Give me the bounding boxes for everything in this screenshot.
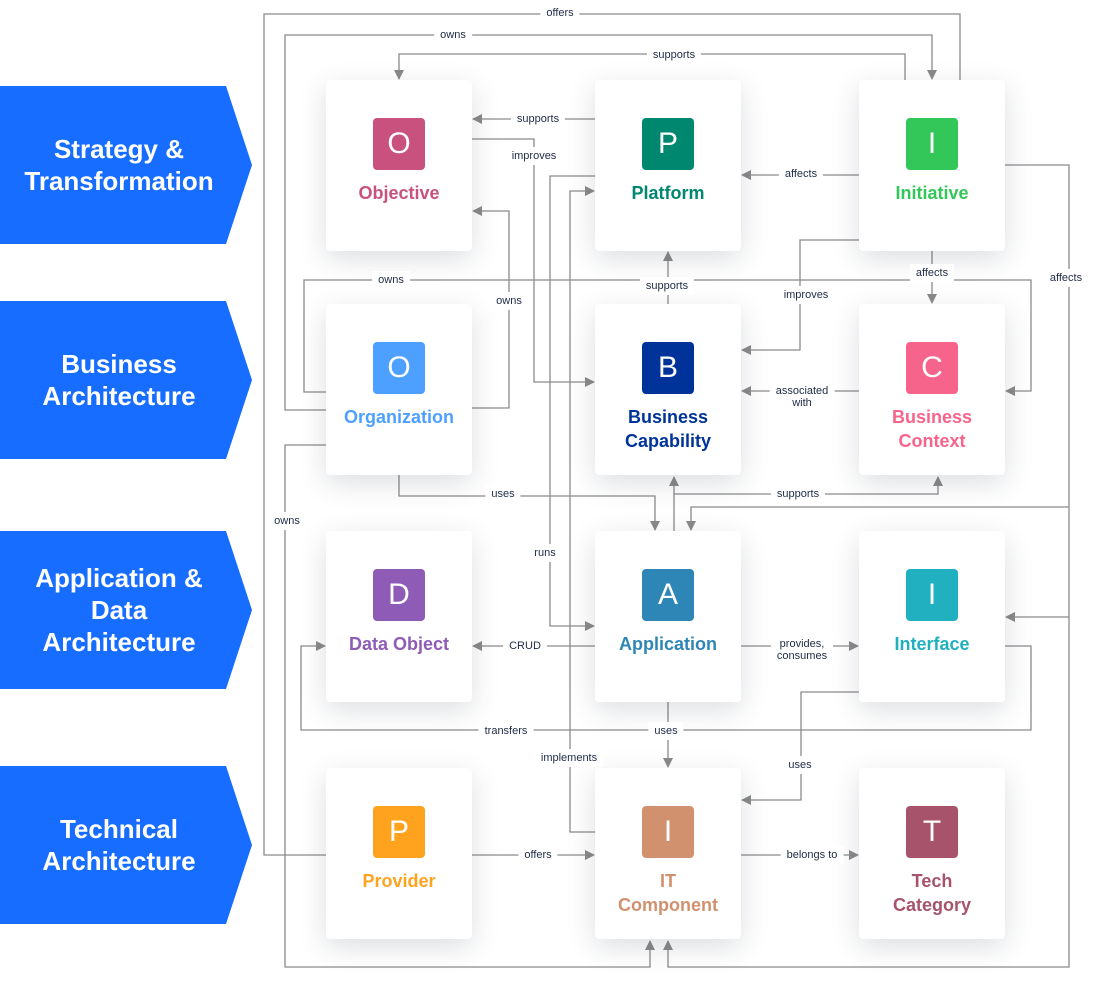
data-object-letter-icon: D (373, 569, 425, 621)
banner-label: Business Architecture (42, 349, 196, 411)
relation-label-supports: supports (646, 46, 702, 64)
card-title: Initiative (895, 183, 969, 203)
relation-label-implements: implements (534, 749, 604, 767)
relation-label-improves: improves (777, 286, 835, 304)
banner-shape (0, 301, 252, 459)
relation-label-associated-with: associated with (769, 382, 835, 412)
card-title: Tech Category (892, 871, 972, 915)
relation-label-supports: supports (639, 277, 695, 295)
relation-label-crud: CRUD (503, 637, 547, 655)
relation-label-runs: runs (528, 544, 562, 562)
card-title: IT Component (618, 871, 718, 915)
relation-label-uses: uses (648, 722, 684, 740)
card-data-object[interactable]: D Data Object (326, 531, 472, 702)
platform-letter-icon: P (642, 118, 694, 170)
card-platform[interactable]: P Platform (595, 80, 741, 251)
relation-label-provides-consumes: provides, consumes (770, 635, 834, 665)
relation-label-supports: supports (510, 110, 566, 128)
connector-organization-uses-application (398, 475, 660, 531)
relation-label-uses: uses (782, 756, 818, 774)
layer-banner-strategy: Strategy & Transformation (0, 86, 252, 244)
relation-label-offers: offers (540, 4, 580, 22)
banner-shape (0, 86, 252, 244)
card-title: Organization (343, 407, 454, 427)
card-organization[interactable]: O Organization (326, 304, 472, 475)
organization-letter-icon: O (373, 342, 425, 394)
relation-label-improves: improves (505, 147, 563, 165)
banner-shape (0, 766, 252, 924)
connector-interface-uses-itcomponent (741, 691, 859, 805)
card-title: Objective (358, 183, 440, 203)
initiative-letter-icon: I (906, 118, 958, 170)
card-business-context[interactable]: C Business Context (859, 304, 1005, 475)
card-title: Data Object (348, 634, 450, 654)
relation-label-offers: offers (518, 846, 558, 864)
card-initiative[interactable]: I Initiative (859, 80, 1005, 251)
relation-label-owns: owns (372, 271, 410, 289)
provider-letter-icon: P (373, 806, 425, 858)
card-provider[interactable]: P Provider (326, 768, 472, 939)
relation-label-affects: affects (778, 165, 824, 183)
interface-letter-icon: I (906, 569, 958, 621)
connector-objective-improves-capability (472, 138, 595, 387)
card-title: Application (619, 634, 717, 654)
relation-label-owns: owns (490, 292, 528, 310)
relation-label-owns: owns (268, 512, 306, 530)
relation-label-supports: supports (770, 485, 826, 503)
banner-shape (0, 531, 252, 689)
card-title: Platform (631, 183, 705, 203)
connector-organization-owns-initiative (284, 34, 937, 411)
it-component-letter-icon: I (642, 806, 694, 858)
layer-banner-application-data: Application & Data Architecture (0, 531, 252, 689)
connector-organization-owns-itcomponent (284, 444, 655, 968)
relation-label-affects: affects (1043, 269, 1089, 287)
tech-category-letter-icon: T (906, 806, 958, 858)
card-title: Business Capability (624, 407, 712, 451)
card-interface[interactable]: I Interface (859, 531, 1005, 702)
card-business-capability[interactable]: B Business Capability (595, 304, 741, 475)
relation-label-transfers: transfers (478, 722, 534, 740)
connector-application-supports-context (674, 476, 943, 495)
card-title: Provider (362, 871, 436, 891)
connector-platform-runs-application (549, 175, 595, 631)
relation-label-belongs-to: belongs to (780, 846, 844, 864)
layer-banner-business: Business Architecture (0, 301, 252, 459)
connector-initiative-affects-itcomponent (663, 164, 1070, 968)
banner-label: Strategy & Transformation (24, 134, 214, 196)
relation-label-owns: owns (434, 26, 472, 44)
card-tech-category[interactable]: T Tech Category (859, 768, 1005, 939)
card-title: Business Context (891, 407, 973, 451)
card-it-component[interactable]: I IT Component (595, 768, 741, 939)
card-title: Interface (894, 634, 970, 654)
business-context-letter-icon: C (906, 342, 958, 394)
connector-itcomponent-implements-platform (569, 186, 595, 833)
relation-label-affects: affects (909, 264, 955, 282)
objective-letter-icon: O (373, 118, 425, 170)
banner-label: Application & Data Architecture (35, 563, 203, 657)
layer-banner-technical: Technical Architecture (0, 766, 252, 924)
business-capability-letter-icon: B (642, 342, 694, 394)
application-letter-icon: A (642, 569, 694, 621)
banner-label: Technical Architecture (42, 814, 196, 876)
card-application[interactable]: A Application (595, 531, 741, 702)
relation-label-uses: uses (485, 485, 521, 503)
card-objective[interactable]: O Objective (326, 80, 472, 251)
connector-initiative-affects-application (686, 506, 1069, 531)
